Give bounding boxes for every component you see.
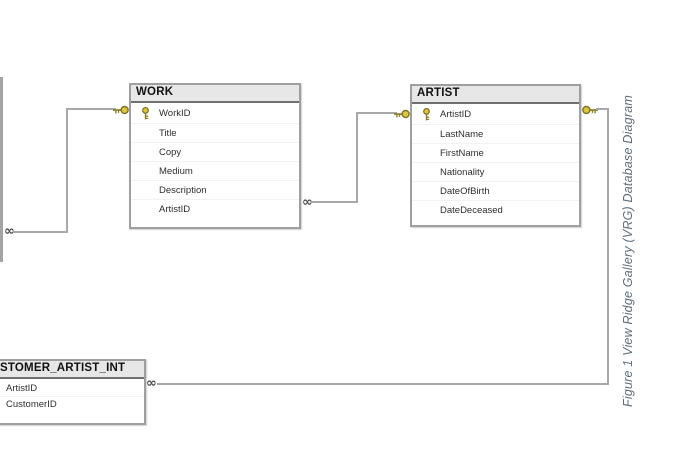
column-row-artistid[interactable]: ArtistID xyxy=(412,105,579,124)
table-work[interactable]: WORK WorkID Title Copy xyxy=(129,83,301,229)
relationship-line-segment[interactable] xyxy=(157,383,609,385)
key-end-icon[interactable] xyxy=(582,103,598,121)
column-row-lastname[interactable]: LastName xyxy=(412,124,579,143)
column-row-datedeceased[interactable]: DateDeceased xyxy=(412,200,579,219)
relationship-line-segment[interactable] xyxy=(607,108,609,385)
column-name: CustomerID xyxy=(6,399,57,410)
column-row-title[interactable]: Title xyxy=(131,123,299,142)
many-end-infinity-icon[interactable]: ∞ xyxy=(4,224,15,239)
key-end-icon[interactable] xyxy=(394,107,410,125)
table-columns-work: WorkID Title Copy Medium Description Art… xyxy=(131,103,299,218)
relationship-line-segment[interactable] xyxy=(66,108,116,110)
table-header-work[interactable]: WORK xyxy=(131,85,299,103)
column-name: Title xyxy=(159,127,177,139)
offscreen-table-right-edge xyxy=(0,77,3,262)
column-name: Description xyxy=(159,184,207,196)
column-name: Medium xyxy=(159,165,193,177)
table-columns-artist: ArtistID LastName FirstName Nationality … xyxy=(412,104,579,219)
many-end-infinity-icon[interactable]: ∞ xyxy=(146,376,157,391)
column-row-copy[interactable]: Copy xyxy=(131,142,299,161)
relationship-line-segment[interactable] xyxy=(356,112,358,203)
relationship-line-segment[interactable] xyxy=(312,201,358,203)
column-row-artistid[interactable]: ArtistID xyxy=(0,380,144,396)
column-name: FirstName xyxy=(440,147,484,159)
table-customer-artist-int[interactable]: CUSTOMER_ARTIST_INT ArtistID CustomerID xyxy=(0,359,146,425)
primary-key-icon xyxy=(141,107,151,120)
key-end-icon[interactable] xyxy=(113,103,129,121)
table-header-customer-artist-int[interactable]: CUSTOMER_ARTIST_INT xyxy=(0,361,144,379)
relationship-line-segment[interactable] xyxy=(596,108,609,110)
column-name: ArtistID xyxy=(6,382,38,394)
column-name: ArtistID xyxy=(159,203,191,215)
column-row-description[interactable]: Description xyxy=(131,180,299,199)
column-name: DateOfBirth xyxy=(440,185,490,197)
column-name: Nationality xyxy=(440,166,485,178)
column-name: ArtistID xyxy=(440,109,472,120)
column-row-medium[interactable]: Medium xyxy=(131,161,299,180)
column-row-dateofbirth[interactable]: DateOfBirth xyxy=(412,181,579,200)
column-row-artistid[interactable]: ArtistID xyxy=(131,199,299,218)
relationship-line-segment[interactable] xyxy=(66,108,68,233)
column-row-customerid[interactable]: CustomerID xyxy=(0,396,144,412)
table-artist[interactable]: ARTIST ArtistID LastName F xyxy=(410,84,581,227)
figure-caption: Figure 1 View Ridge Gallery (VRG) Databa… xyxy=(621,95,635,407)
column-row-firstname[interactable]: FirstName xyxy=(412,143,579,162)
column-row-nationality[interactable]: Nationality xyxy=(412,162,579,181)
relationship-line-segment[interactable] xyxy=(13,231,68,233)
relationship-line-segment[interactable] xyxy=(356,112,397,114)
column-name: LastName xyxy=(440,128,484,140)
table-columns-customer-artist-int: ArtistID CustomerID xyxy=(0,379,144,412)
column-name: DateDeceased xyxy=(440,204,503,216)
column-row-workid[interactable]: WorkID xyxy=(131,104,299,123)
column-name: Copy xyxy=(159,146,182,158)
primary-key-icon xyxy=(422,108,432,121)
many-end-infinity-icon[interactable]: ∞ xyxy=(302,195,313,210)
table-header-artist[interactable]: ARTIST xyxy=(412,86,579,104)
column-name: WorkID xyxy=(159,108,191,119)
